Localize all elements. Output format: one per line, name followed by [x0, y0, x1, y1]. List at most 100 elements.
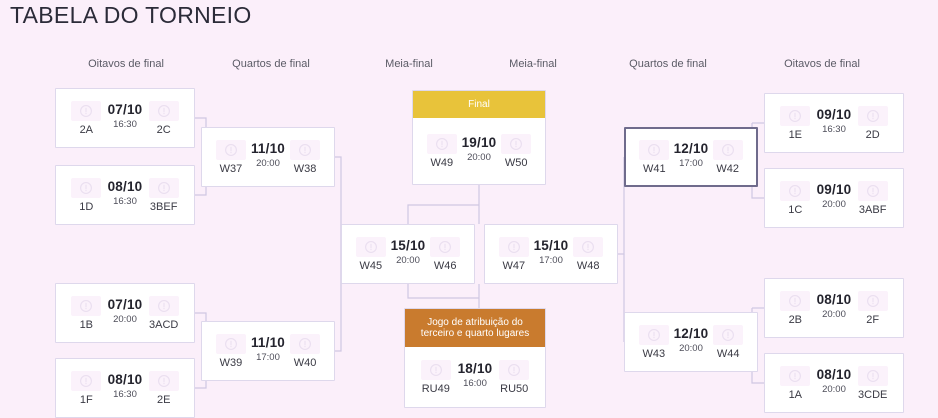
flag-placeholder-icon: [780, 105, 811, 126]
match-time: 20:00: [396, 254, 420, 266]
team-home: 1E: [774, 105, 817, 141]
match-time: 16:30: [113, 388, 137, 400]
flag-placeholder-icon: [215, 139, 246, 160]
team-code-home: RU49: [421, 382, 450, 395]
team-home: W41: [635, 139, 674, 175]
flag-placeholder-icon: [420, 359, 451, 380]
team-code-home: W49: [430, 156, 454, 169]
flag-placeholder-icon: [71, 295, 102, 316]
round-header-4: Quartos de final: [629, 58, 707, 70]
match-date: 08/10: [107, 179, 143, 195]
team-code-home: 1D: [79, 200, 94, 213]
team-home: 1B: [65, 295, 108, 331]
team-away: RU50: [492, 359, 536, 395]
team-away: 2F: [851, 290, 894, 326]
flag-placeholder-icon: [712, 139, 743, 160]
team-away: W50: [496, 133, 536, 169]
match-time: 20:00: [822, 198, 846, 210]
team-home: RU49: [414, 359, 458, 395]
team-code-home: 1A: [788, 388, 803, 401]
flag-placeholder-icon: [638, 324, 669, 345]
flag-placeholder-icon: [639, 139, 670, 160]
team-away: 2C: [142, 100, 185, 136]
match-time: 20:00: [679, 342, 703, 354]
match-time: 17:00: [256, 351, 280, 363]
team-code-away: 2D: [865, 128, 880, 141]
flag-placeholder-icon: [857, 105, 888, 126]
match-date: 09/10: [816, 107, 852, 123]
team-home: 1C: [774, 180, 817, 216]
match-header-final: Final: [413, 91, 545, 118]
match-time: 17:00: [539, 254, 563, 266]
flag-placeholder-icon: [71, 100, 102, 121]
team-code-home: W39: [219, 356, 243, 369]
team-code-home: W37: [219, 162, 243, 175]
team-away: 3ABF: [851, 180, 894, 216]
round-header-1: Quartos de final: [232, 58, 310, 70]
match-time: 20:00: [113, 313, 137, 325]
flag-placeholder-icon: [426, 133, 457, 154]
team-away: W42: [708, 139, 747, 175]
round-header-2: Meia-final: [385, 58, 433, 70]
team-home: 2B: [774, 290, 817, 326]
team-code-away: 2F: [866, 313, 880, 326]
team-code-away: 3ACD: [149, 318, 179, 331]
match-time: 20:00: [822, 308, 846, 320]
match-date: 09/10: [816, 182, 852, 198]
match-date: 15/10: [390, 238, 426, 254]
team-code-away: W38: [293, 162, 317, 175]
flag-placeholder-icon: [148, 100, 179, 121]
team-home: 1D: [65, 177, 108, 213]
team-code-home: W41: [642, 162, 666, 175]
flag-placeholder-icon: [71, 370, 102, 391]
match-box[interactable]: Jogo de atribuição do terceiro e quarto …: [404, 308, 546, 408]
match-time: 16:30: [822, 123, 846, 135]
flag-placeholder-icon: [71, 177, 102, 198]
flag-placeholder-icon: [780, 290, 811, 311]
team-away: W48: [568, 236, 608, 272]
team-code-home: W45: [359, 259, 383, 272]
match-date: 08/10: [816, 367, 852, 383]
flag-placeholder-icon: [780, 180, 811, 201]
team-home: W45: [351, 236, 391, 272]
connector-line: [407, 284, 479, 299]
team-code-away: W40: [293, 356, 317, 369]
team-code-away: W44: [716, 347, 740, 360]
match-date: 11/10: [250, 141, 286, 157]
match-date: 15/10: [533, 238, 569, 254]
team-away: W44: [708, 324, 748, 360]
team-code-away: RU50: [500, 382, 529, 395]
